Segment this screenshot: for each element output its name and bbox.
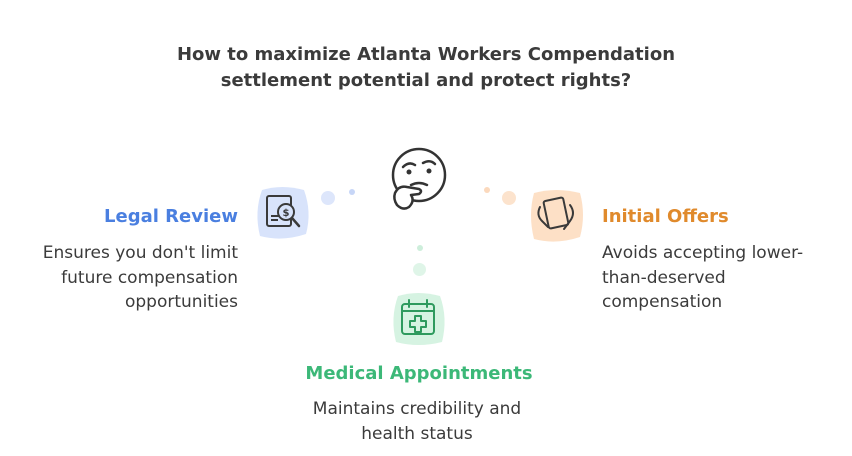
- title-line-2: settlement potential and protect rights?: [220, 70, 632, 91]
- hands-document-icon: [526, 185, 588, 247]
- svg-text:$: $: [283, 208, 290, 219]
- thinking-face-icon: [385, 145, 457, 217]
- connector-dot: [484, 187, 490, 193]
- medical-calendar-icon: [388, 288, 450, 350]
- legal-review-desc-line: Ensures you don't limit: [42, 243, 238, 263]
- legal-review-desc-line: opportunities: [124, 292, 238, 312]
- document-search-icon: $: [252, 182, 314, 244]
- connector-dot: [417, 245, 423, 251]
- page-title: How to maximize Atlanta Workers Compenda…: [0, 42, 852, 94]
- title-line-1: How to maximize Atlanta Workers Compenda…: [176, 44, 676, 65]
- legal-review-desc-line: future compensation: [61, 267, 238, 288]
- connector-dot: [413, 263, 426, 276]
- legal-review-description: Ensures you don't limit future compensat…: [43, 241, 238, 315]
- connector-dot: [321, 191, 335, 205]
- medical-appointments-desc-line: health status: [361, 423, 473, 444]
- legal-review-heading: Legal Review: [104, 206, 238, 227]
- medical-appointments-desc-line: Maintains credibility and: [312, 399, 522, 419]
- initial-offers-desc-line: Avoids accepting lower-: [602, 243, 804, 263]
- medical-appointments-description: Maintains credibility and health status: [0, 397, 834, 446]
- initial-offers-heading: Initial Offers: [602, 206, 729, 227]
- initial-offers-desc-line: than-deserved: [602, 267, 726, 288]
- connector-dot: [502, 191, 516, 205]
- initial-offers-desc-line: compensation: [602, 292, 723, 312]
- connector-dot: [349, 189, 355, 195]
- medical-appointments-heading: Medical Appointments: [305, 363, 533, 384]
- initial-offers-description: Avoids accepting lower- than-deserved co…: [602, 241, 803, 315]
